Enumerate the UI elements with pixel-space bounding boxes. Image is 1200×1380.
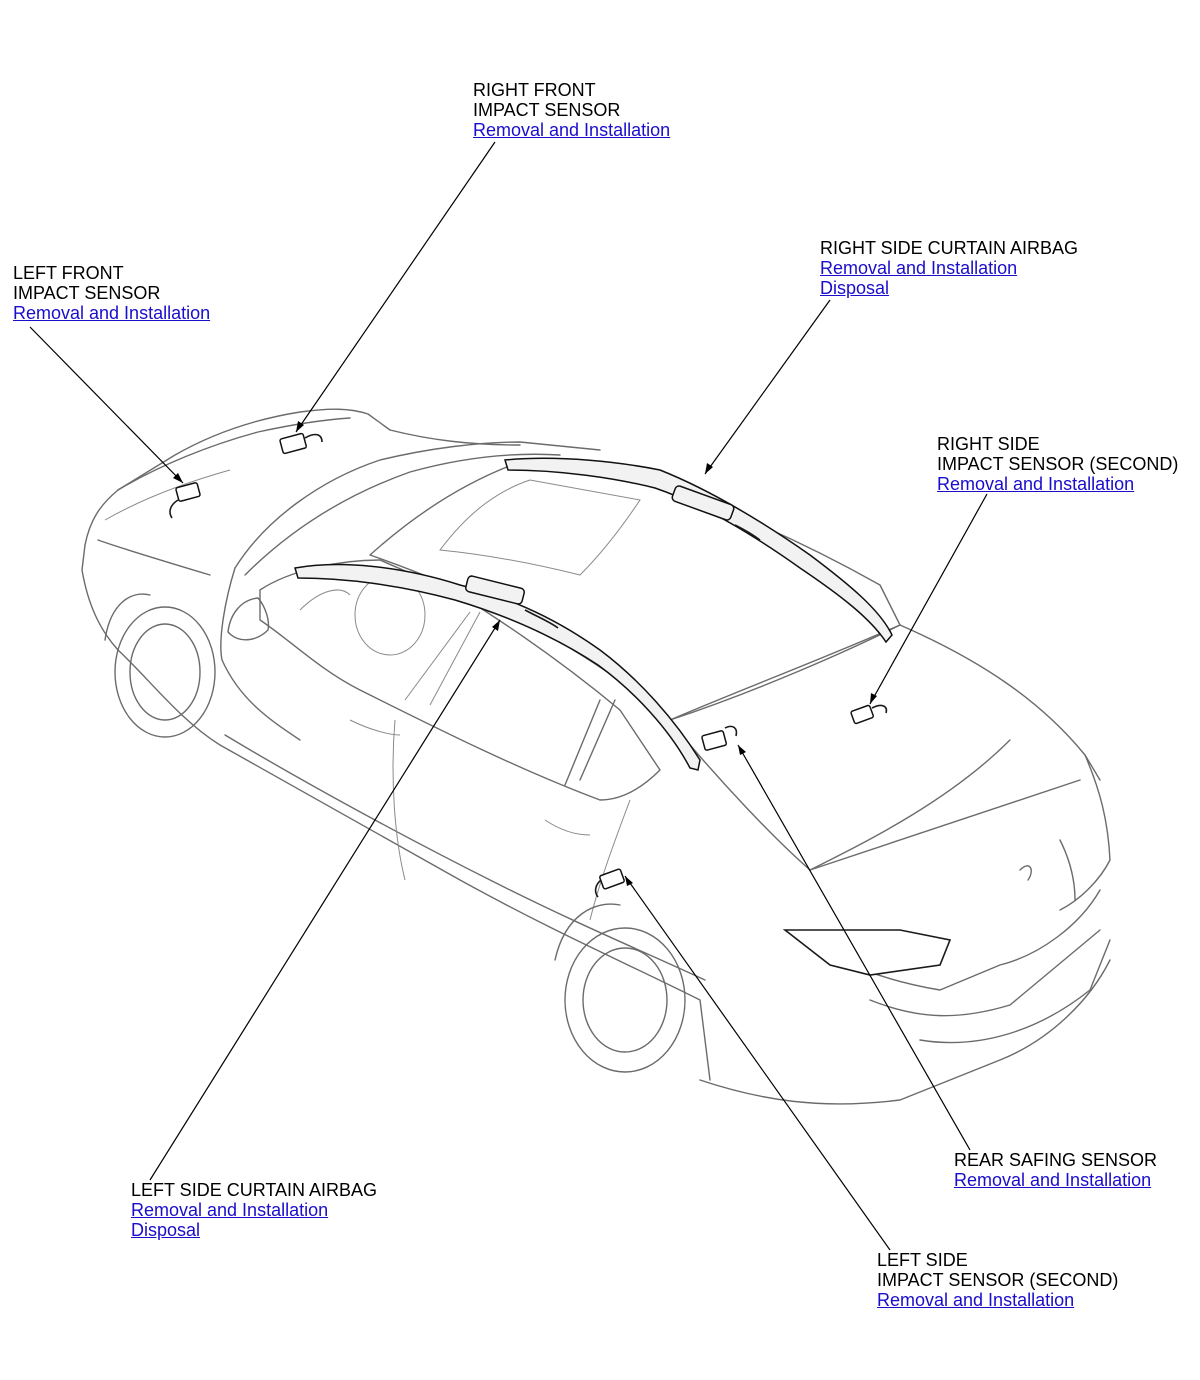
arrowhead-left-curtain bbox=[492, 620, 500, 631]
callout-right-side-curtain-airbag: RIGHT SIDE CURTAIN AIRBAG Removal and In… bbox=[820, 238, 1078, 298]
removal-installation-link[interactable]: Removal and Installation bbox=[877, 1290, 1075, 1310]
left-front-sensor-shape bbox=[169, 482, 201, 519]
leader-rear-safing bbox=[737, 744, 971, 1151]
right-front-sensor-shape bbox=[279, 432, 323, 455]
leader-left-front bbox=[29, 326, 184, 484]
left-side-second-sensor-shape bbox=[594, 868, 625, 898]
right-side-second-sensor-shape bbox=[850, 704, 888, 725]
arrowhead-left-front bbox=[173, 473, 183, 483]
leader-right-front bbox=[295, 141, 496, 433]
disposal-link[interactable]: Disposal bbox=[820, 278, 890, 298]
leader-left-side-second bbox=[624, 875, 891, 1251]
removal-installation-link[interactable]: Removal and Installation bbox=[473, 120, 671, 140]
right-curtain-inflator bbox=[671, 485, 735, 521]
callout-left-side-impact-sensor-second: LEFT SIDE IMPACT SENSOR (SECOND) Removal… bbox=[877, 1250, 1118, 1310]
arrowhead-right-side-second bbox=[870, 693, 877, 704]
callout-title: LEFT SIDE bbox=[877, 1250, 968, 1270]
callout-title: LEFT FRONT bbox=[13, 263, 124, 283]
callout-right-side-impact-sensor-second: RIGHT SIDE IMPACT SENSOR (SECOND) Remova… bbox=[937, 434, 1178, 494]
leader-right-curtain bbox=[704, 299, 831, 475]
left-curtain-airbag-shape bbox=[294, 563, 701, 771]
car-illustration bbox=[81, 408, 1111, 1105]
removal-installation-link[interactable]: Removal and Installation bbox=[937, 474, 1135, 494]
left-curtain-inflator bbox=[465, 575, 525, 605]
arrowhead-right-curtain bbox=[705, 463, 713, 474]
callout-title: RIGHT SIDE bbox=[937, 434, 1040, 454]
leader-left-curtain bbox=[149, 619, 501, 1181]
disposal-link[interactable]: Disposal bbox=[131, 1220, 201, 1240]
leader-right-side-second bbox=[869, 493, 988, 705]
callout-right-front-impact-sensor: RIGHT FRONT IMPACT SENSOR Removal and In… bbox=[473, 80, 670, 140]
callout-left-front-impact-sensor: LEFT FRONT IMPACT SENSOR Removal and Ins… bbox=[13, 263, 210, 323]
arrowhead-right-front bbox=[296, 421, 304, 432]
rear-safing-sensor-shape bbox=[701, 725, 738, 751]
callout-subtitle: IMPACT SENSOR (SECOND) bbox=[877, 1270, 1119, 1290]
removal-installation-link[interactable]: Removal and Installation bbox=[820, 258, 1018, 278]
callout-title: REAR SAFING SENSOR bbox=[954, 1150, 1158, 1170]
callout-title: RIGHT FRONT bbox=[473, 80, 596, 100]
arrowhead-rear-safing bbox=[738, 745, 746, 755]
callout-left-side-curtain-airbag: LEFT SIDE CURTAIN AIRBAG Removal and Ins… bbox=[131, 1180, 377, 1240]
callout-subtitle: IMPACT SENSOR bbox=[13, 283, 161, 303]
callout-subtitle: IMPACT SENSOR (SECOND) bbox=[937, 454, 1179, 474]
callout-subtitle: IMPACT SENSOR bbox=[473, 100, 621, 120]
removal-installation-link[interactable]: Removal and Installation bbox=[13, 303, 211, 323]
callout-title: RIGHT SIDE CURTAIN AIRBAG bbox=[820, 238, 1079, 258]
removal-installation-link[interactable]: Removal and Installation bbox=[954, 1170, 1152, 1190]
callout-rear-safing-sensor: REAR SAFING SENSOR Removal and Installat… bbox=[954, 1150, 1157, 1190]
removal-installation-link[interactable]: Removal and Installation bbox=[131, 1200, 329, 1220]
arrowhead-left-side-second bbox=[625, 876, 633, 886]
callout-title: LEFT SIDE CURTAIN AIRBAG bbox=[131, 1180, 378, 1200]
